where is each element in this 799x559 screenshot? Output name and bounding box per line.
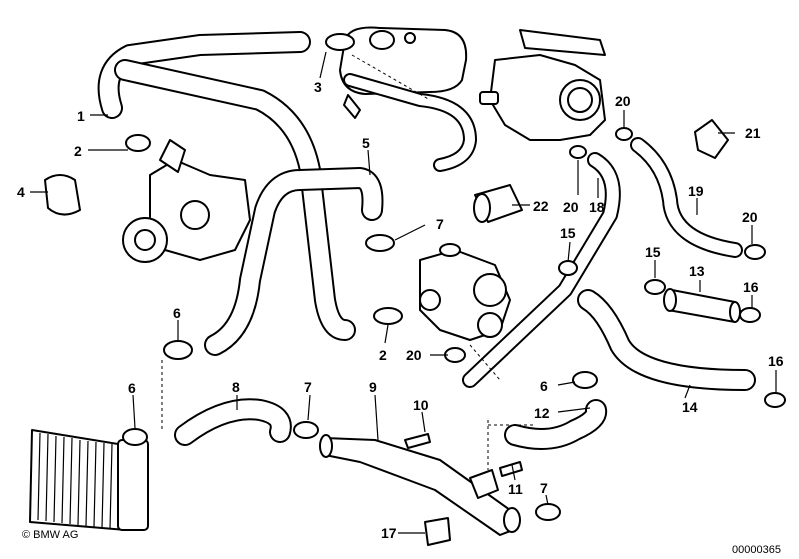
callout-9: 9 <box>369 379 377 395</box>
callout-22: 22 <box>533 198 549 214</box>
callout-16b: 16 <box>768 353 784 369</box>
callout-7a: 7 <box>436 216 444 232</box>
drawing-number: 00000365 <box>732 544 781 556</box>
hose-piece-22 <box>473 184 523 223</box>
pipe-13 <box>663 288 741 323</box>
callout-16a: 16 <box>743 279 759 295</box>
water-pump <box>122 139 251 263</box>
callout-1: 1 <box>77 108 85 124</box>
callout-20a: 20 <box>615 93 631 109</box>
radiator <box>29 429 149 531</box>
callout-6b: 6 <box>128 380 136 396</box>
callout-2b: 2 <box>379 347 387 363</box>
callout-4: 4 <box>17 184 25 200</box>
callout-17: 17 <box>381 525 397 541</box>
copyright-text: © BMW AG <box>22 529 78 541</box>
callout-3: 3 <box>314 79 322 95</box>
hoses <box>97 31 756 450</box>
callout-20c: 20 <box>406 347 422 363</box>
callout-13: 13 <box>689 263 705 279</box>
expansion-tank <box>339 26 468 119</box>
callout-6c: 6 <box>540 378 548 394</box>
callout-labels: 1 2 2 3 4 5 6 6 6 7 7 7 8 9 10 11 12 13 … <box>17 79 784 541</box>
callout-2a: 2 <box>74 143 82 159</box>
callout-20b: 20 <box>563 199 579 215</box>
callout-14: 14 <box>682 399 698 415</box>
callout-6a: 6 <box>173 305 181 321</box>
thermostat-housing <box>419 243 511 341</box>
hose-clamps <box>44 33 786 546</box>
callout-8: 8 <box>232 379 240 395</box>
callout-12: 12 <box>534 405 550 421</box>
callout-21: 21 <box>745 125 761 141</box>
callout-15a: 15 <box>560 225 576 241</box>
callout-7b: 7 <box>304 379 312 395</box>
leader-lines <box>30 51 777 534</box>
callout-15b: 15 <box>645 244 661 260</box>
callout-19: 19 <box>688 183 704 199</box>
throttle-housing <box>479 29 606 141</box>
callout-7c: 7 <box>540 480 548 496</box>
callout-11: 11 <box>508 481 523 497</box>
callout-5: 5 <box>362 135 370 151</box>
callout-10: 10 <box>413 397 429 413</box>
callout-20d: 20 <box>742 209 758 225</box>
coolant-pipe <box>319 434 521 536</box>
reference-lines <box>161 54 535 470</box>
callout-18: 18 <box>589 199 605 215</box>
